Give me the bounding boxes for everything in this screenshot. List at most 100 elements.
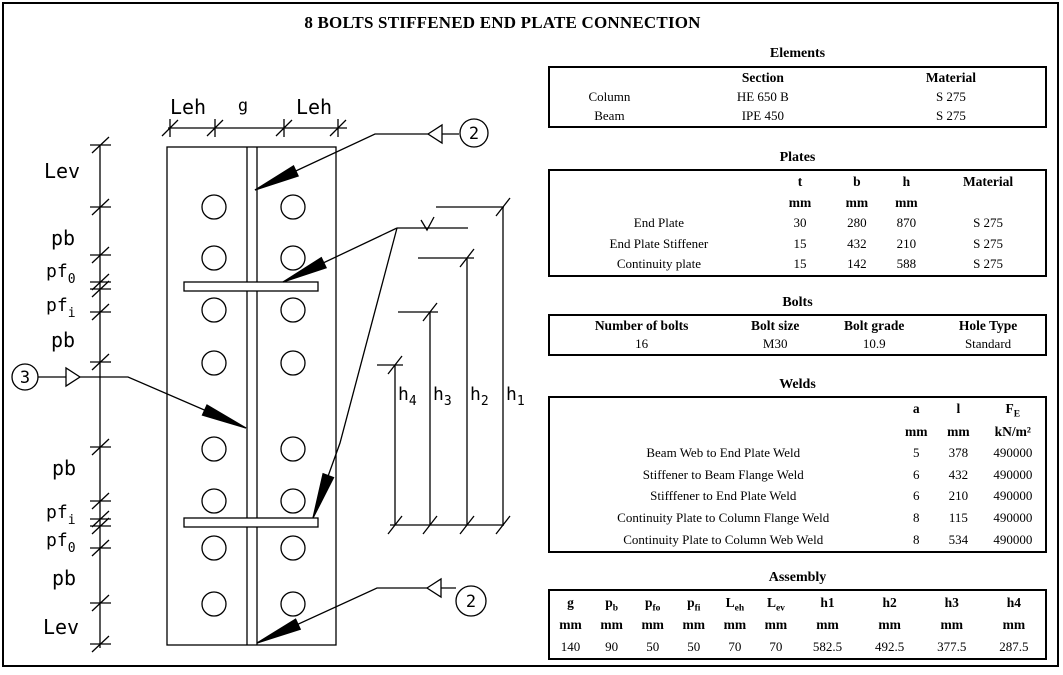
- bolts-table-title: Bolts: [782, 295, 813, 310]
- header-cell: t: [797, 173, 803, 189]
- bolt-hole: [280, 297, 306, 323]
- hdr-sub: fo: [652, 603, 661, 614]
- table-row: Continuity plate 15 142 588 S 275: [550, 256, 1045, 272]
- hdr-base: h4: [1006, 594, 1021, 610]
- cell: 70: [769, 638, 783, 654]
- header-cell: h1: [796, 595, 858, 611]
- h-base: h: [433, 384, 444, 405]
- header-cell: h2: [859, 595, 921, 611]
- left-dimension-ticks: [90, 136, 111, 653]
- unit-cell: mm: [878, 617, 901, 633]
- table-units-row: mm mm mm mm mm mm mm mm mm mm: [550, 617, 1045, 633]
- cell: 582.5: [812, 638, 843, 654]
- top-dimension-ticks: [161, 119, 347, 137]
- cell: HE 650 B: [736, 88, 789, 104]
- cell: 15: [793, 235, 807, 251]
- dim-label-lev-top: Lev: [44, 159, 80, 183]
- bolt-hole: [280, 488, 306, 514]
- table-row: Continuity Plate to Column Web Weld 8 53…: [550, 531, 1045, 548]
- hdr-base: g: [567, 594, 574, 610]
- cell: 490000: [993, 531, 1033, 547]
- callout-bubble: [459, 118, 489, 148]
- open-arrow-icon: [426, 123, 443, 145]
- cell: Beam: [594, 107, 625, 123]
- bolt-hole: [201, 350, 227, 376]
- arrowhead: [312, 472, 335, 519]
- hdr-base: p: [687, 594, 695, 610]
- hdr-base: h1: [820, 594, 835, 610]
- h-sub: 4: [409, 394, 417, 409]
- callout-2-bottom-label: 2: [466, 592, 476, 612]
- dim-label-lev-bottom: Lev: [43, 615, 79, 639]
- bolt-hole: [201, 488, 227, 514]
- cell: 490000: [993, 444, 1033, 460]
- cell: 10.9: [862, 336, 886, 352]
- unit-cell: mm: [723, 617, 747, 633]
- dim-label-pfo-top: pf0: [46, 261, 76, 287]
- bolt-hole: [280, 436, 306, 462]
- cell: 490000: [993, 466, 1033, 482]
- hdr-base: L: [766, 594, 776, 610]
- cell: 50: [687, 638, 701, 654]
- arrowhead: [201, 404, 247, 429]
- dim-label-pfo-bottom: pf0: [46, 530, 76, 556]
- cell: S 275: [935, 88, 966, 104]
- header-cell: h4: [983, 595, 1045, 611]
- header-cell: h: [902, 173, 911, 189]
- hdr-base: p: [644, 594, 653, 610]
- cell: 6: [913, 466, 920, 482]
- header-cell: pfi: [673, 594, 714, 613]
- bolt-hole: [280, 535, 306, 561]
- cell: S 275: [973, 256, 1004, 272]
- bolt-hole: [201, 591, 227, 617]
- callout-2-bottom: [256, 577, 487, 644]
- pf-sub: 0: [68, 541, 76, 556]
- bolt-hole: [201, 297, 227, 323]
- unit-cell: mm: [845, 194, 869, 210]
- dim-label-pb: pb: [51, 226, 75, 250]
- cell: 15: [793, 256, 807, 272]
- table-header-row: g pb pfo pfi Leh Lev h1 h2 h3 h4: [550, 594, 1045, 614]
- pf-base: pf: [46, 261, 68, 282]
- stiffener-lower: [183, 517, 319, 528]
- header-cell: pfo: [632, 594, 673, 614]
- header-cell: Lev: [755, 594, 796, 613]
- unit-cell: mm: [641, 617, 664, 633]
- pf-base: pf: [46, 502, 68, 523]
- header-cell: Number of bolts: [594, 317, 689, 333]
- pf-sub: i: [68, 306, 76, 321]
- table-row: 16 M30 10.9 Standard: [550, 336, 1045, 352]
- header-cell: Material: [962, 173, 1014, 189]
- dim-label-g: g: [238, 96, 248, 116]
- cell: 50: [646, 638, 660, 654]
- open-arrow-icon: [65, 366, 82, 388]
- pf-base: pf: [46, 295, 68, 316]
- table-header-row: a l FE: [550, 401, 1045, 419]
- hdr-sub: b: [612, 603, 619, 614]
- dim-label-pb: pb: [51, 328, 75, 352]
- cell: 5: [913, 444, 920, 460]
- table-row: Stiffener to Beam Flange Weld 6 432 4900…: [550, 466, 1045, 483]
- cell: Continuity Plate to Column Flange Weld: [617, 509, 830, 525]
- bolt-hole: [280, 245, 306, 271]
- plates-table-title: Plates: [779, 150, 816, 165]
- h-base: h: [506, 384, 517, 405]
- arrowhead: [256, 618, 302, 644]
- table-header-row: Section Material: [550, 70, 1045, 86]
- header-cell: Bolt size: [751, 317, 800, 333]
- header-cell: pb: [591, 595, 632, 614]
- assembly-table: g pb pfo pfi Leh Lev h1 h2 h3 h4 mm mm m…: [548, 589, 1047, 660]
- cell: 30: [793, 215, 807, 231]
- cell: Beam Web to End Plate Weld: [646, 444, 801, 460]
- unit-cell: mm: [1002, 617, 1026, 633]
- cell: End Plate: [633, 215, 684, 231]
- dim-label-pfi-top: pfi: [46, 295, 76, 321]
- page-title: 8 BOLTS STIFFENED END PLATE CONNECTION: [304, 13, 701, 32]
- dim-label-pb: pb: [52, 456, 76, 480]
- cell: End Plate Stiffener: [609, 235, 709, 251]
- cell: 588: [896, 256, 917, 272]
- dim-label-leh-left: Leh: [170, 95, 206, 119]
- pf-base: pf: [46, 530, 68, 551]
- table-row: Stifffener to End Plate Weld 6 210 49000…: [550, 488, 1045, 504]
